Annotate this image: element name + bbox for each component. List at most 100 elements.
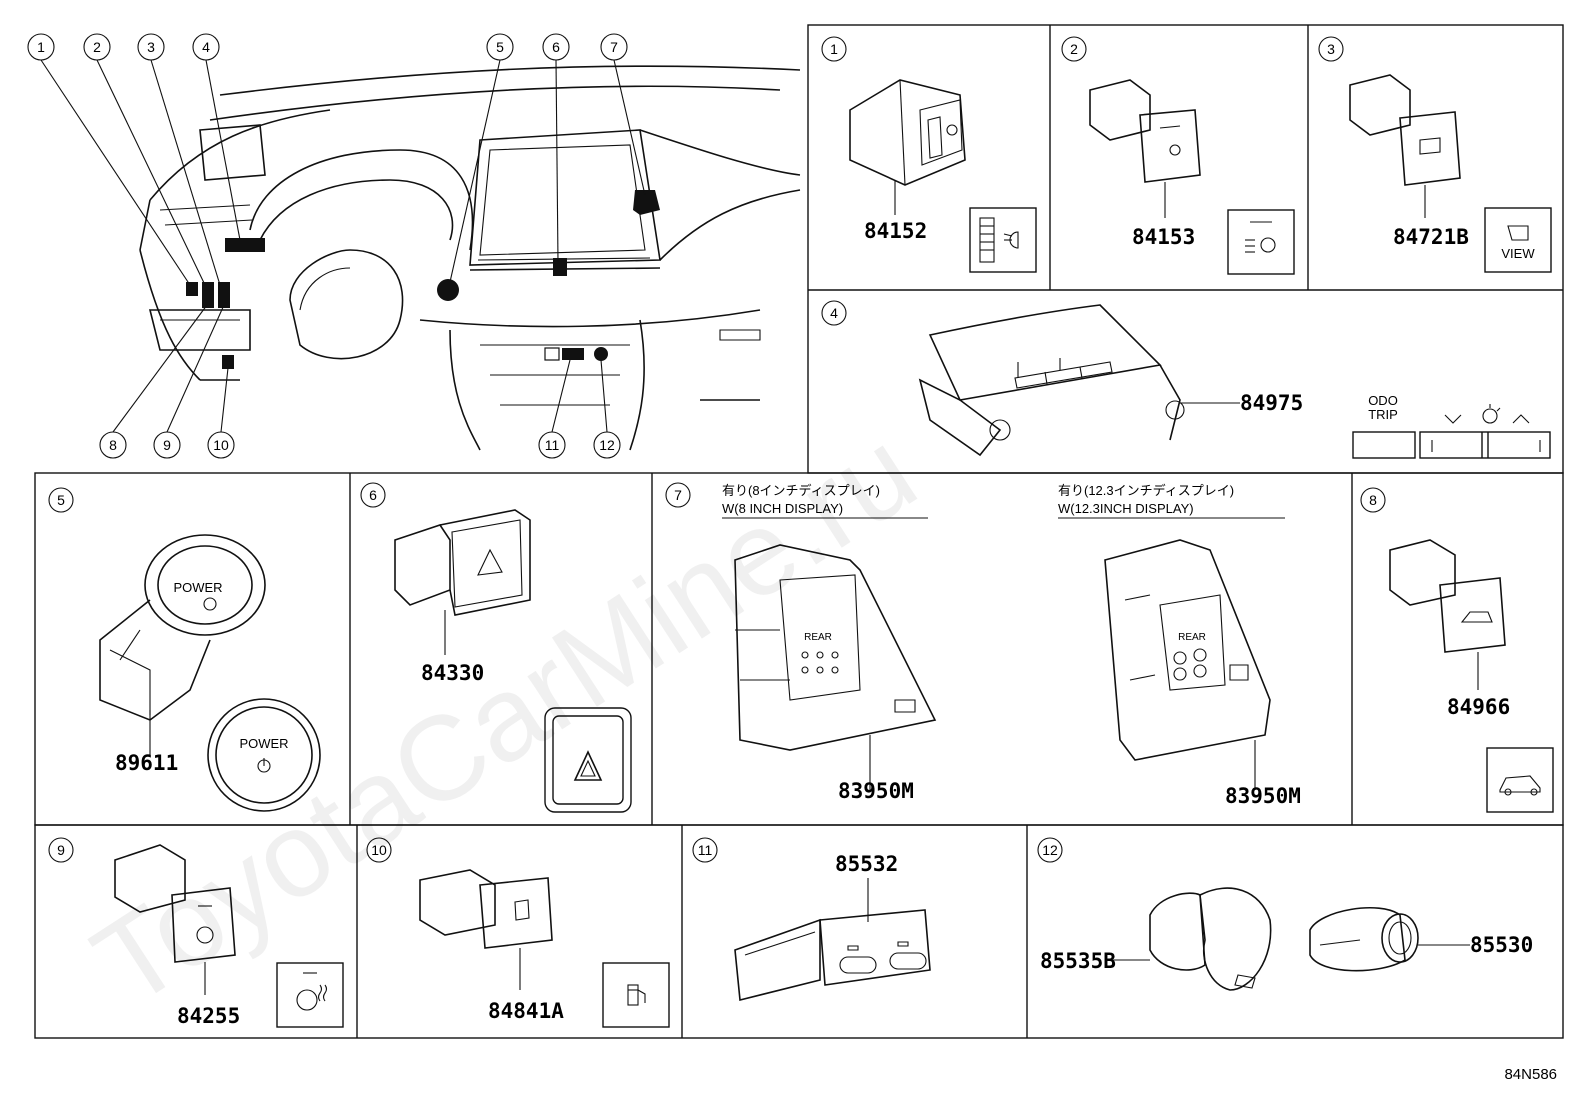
odo-label: ODO [1368,393,1398,408]
rear-climate-control-12inch-illustration: REAR [1104,539,1271,761]
rear-climate-control-8inch-illustration: REAR [734,544,937,751]
odo-trip-switch-illustration [918,304,1185,457]
overview-callout-7: 7 [600,33,628,61]
part-number-8inch: 83950M [838,779,914,803]
callout-label: 7 [610,39,618,55]
part-number: 85530 [1470,933,1533,957]
panel-9: 9 84255 [48,837,344,1028]
part-number: 84330 [421,661,484,685]
hazard-switch-illustration [394,509,531,616]
part-number: 85532 [835,852,898,876]
callout-label: 3 [147,39,155,55]
panel-number: 9 [57,842,65,858]
power-outlet-illustration [1309,907,1419,972]
switch-part-illustration [1349,74,1461,186]
panel-number: 2 [1070,41,1078,57]
label-12inch-jp: 有り(12.3インチディスプレイ) [1058,483,1234,498]
panel-number: 6 [369,487,377,503]
panel-12: 12 85535B 85530 [1037,837,1533,991]
panel-10: 10 84841A [366,837,670,1028]
overview-callout-10: 10 [207,431,235,459]
panel-7: 7 有り(8インチディスプレイ) W(8 INCH DISPLAY) 有り(12… [665,482,1301,808]
label-8inch-jp: 有り(8インチディスプレイ) [722,483,880,498]
panel-3: 3 84721B VIEW [1318,36,1552,273]
callout-label: 2 [93,39,101,55]
fuel-door-switch-illustration [419,869,553,949]
trip-label: TRIP [1368,407,1398,422]
panel-number: 12 [1042,842,1058,858]
part-number-12inch: 83950M [1225,784,1301,808]
part-number: 84153 [1132,225,1195,249]
power-outlet-with-cover-illustration [1149,887,1272,991]
callout-label: 5 [496,39,504,55]
label-12inch-en: W(12.3INCH DISPLAY) [1058,501,1194,516]
odo-trip-button-icon: ODO TRIP [1352,393,1551,459]
callout-label: 11 [545,437,560,453]
callout-label: 10 [213,437,229,453]
overview-callout-6: 6 [542,33,570,61]
panel-number: 5 [57,492,65,508]
panel-number: 3 [1327,41,1335,57]
power-button-icon: POWER [207,698,321,812]
part-number: 85535B [1040,949,1116,973]
overview-callout-11: 11 [538,431,566,459]
overview-callout-9: 9 [153,431,181,459]
part-number: 84841A [488,999,564,1023]
usb-charger-illustration [734,909,931,1002]
panel-number: 7 [674,487,682,503]
panel-2: 2 84153 [1061,36,1295,275]
panel-6: 6 84330 [360,482,632,813]
vehicle-mode-icon [1486,747,1554,813]
overview-callout-4: 4 [192,33,220,61]
panel-11: 11 85532 [692,837,931,1002]
label-8inch-en: W(8 INCH DISPLAY) [722,501,843,516]
overview-callout-2: 2 [83,33,111,61]
overview-callout-1: 1 [27,33,55,61]
part-number: 84975 [1240,391,1303,415]
part-number: 84152 [864,219,927,243]
panel-4: 4 84975 ODO TRIP [821,300,1551,459]
auto-headlight-icon [1227,209,1295,275]
part-number: 84966 [1447,695,1510,719]
overview-callout-8: 8 [99,431,127,459]
power-label: POWER [173,580,222,595]
overview-callout-12: 12 [593,431,621,459]
panel-number: 8 [1369,492,1377,508]
panel-number: 1 [830,41,838,57]
diagram-code: 84N586 [1504,1066,1557,1083]
dashboard-overview: 1 2 3 4 5 6 7 8 9 10 11 12 [27,33,801,459]
rear-label: REAR [804,632,832,643]
heated-steering-icon [276,962,344,1028]
switch-part-illustration [849,79,966,186]
part-number: 84255 [177,1004,240,1028]
panel-number: 10 [371,842,387,858]
headlight-leveling-icon [969,207,1037,273]
switch-part-illustration [1089,79,1201,183]
panel-number: 4 [830,305,838,321]
power-icon-label: POWER [239,736,288,751]
camera-view-icon: VIEW [1484,207,1552,273]
panel-5: 5 POWER 89611 POWER [48,487,321,812]
callout-label: 6 [552,39,560,55]
panel-grid [34,24,1564,1039]
callout-label: 12 [599,437,615,453]
overview-callout-5: 5 [486,33,514,61]
rear-label: REAR [1178,632,1206,643]
overview-callout-3: 3 [137,33,165,61]
switch-part-illustration [1389,539,1506,653]
fuel-door-icon [602,962,670,1028]
callout-label: 4 [202,39,210,55]
callout-label: 1 [37,39,45,55]
part-number: 89611 [115,751,178,775]
part-number: 84721B [1393,225,1469,249]
panel-8: 8 84966 [1360,487,1554,813]
view-icon-label: VIEW [1501,246,1535,261]
panel-1: 1 84152 [821,36,1037,273]
power-switch-illustration: POWER [99,534,266,721]
callout-label: 8 [109,437,117,453]
hazard-icon [544,707,632,813]
callout-label: 9 [163,437,171,453]
panel-number: 11 [698,842,713,858]
heated-steering-switch-illustration [114,844,236,963]
